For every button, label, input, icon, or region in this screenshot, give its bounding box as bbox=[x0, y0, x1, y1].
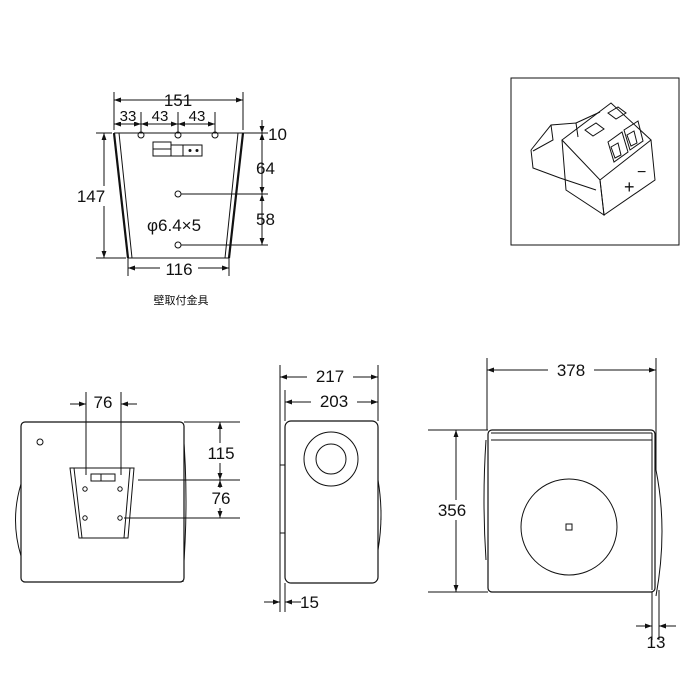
front-view-drawing: 378 356 13 bbox=[428, 358, 676, 652]
mount-hole bbox=[174, 190, 182, 198]
terminal-inset: + − bbox=[510, 77, 680, 246]
second-pitch-label: 58 bbox=[256, 210, 275, 229]
hole-spacing-mid-label: 43 bbox=[152, 108, 169, 125]
mount-hole bbox=[211, 131, 219, 139]
front-width-label: 378 bbox=[557, 361, 585, 380]
side-view-drawing: 217 203 15 bbox=[264, 365, 382, 612]
side-bracket-depth-label: 15 bbox=[300, 593, 319, 612]
plus-marking: + bbox=[624, 177, 635, 197]
mount-hole bbox=[174, 241, 182, 249]
hole-spec-label: φ6.4×5 bbox=[147, 216, 201, 235]
hole-spacing-right-label: 43 bbox=[189, 108, 206, 125]
front-grille-offset-label: 13 bbox=[647, 633, 666, 652]
bracket-width-label: 151 bbox=[164, 91, 192, 110]
bracket-bottom-width-label: 116 bbox=[165, 260, 192, 279]
top-offset-label: 10 bbox=[268, 125, 287, 144]
rear-lower-offset-label: 76 bbox=[212, 489, 231, 508]
side-depth-total-label: 217 bbox=[316, 367, 344, 386]
bracket-terminal bbox=[152, 141, 203, 157]
rear-bracket-width-label: 76 bbox=[94, 393, 113, 412]
mount-hole bbox=[137, 131, 145, 139]
wall-bracket-drawing: 151 33 43 43 bbox=[74, 91, 287, 307]
side-depth-body-label: 203 bbox=[320, 392, 348, 411]
hole-spacing-left-label: 33 bbox=[120, 108, 137, 125]
bracket-caption: 壁取付金具 bbox=[154, 293, 209, 307]
side-tweeter bbox=[303, 431, 359, 487]
front-woofer bbox=[520, 478, 618, 576]
rear-view-drawing: 76 115 76 bbox=[15, 392, 240, 583]
minus-marking: − bbox=[637, 164, 646, 181]
first-pitch-label: 64 bbox=[256, 159, 275, 178]
rear-upper-offset-label: 115 bbox=[207, 444, 234, 463]
bracket-height-label: 147 bbox=[77, 187, 105, 206]
front-height-label: 356 bbox=[438, 501, 466, 520]
mount-hole bbox=[174, 131, 182, 139]
